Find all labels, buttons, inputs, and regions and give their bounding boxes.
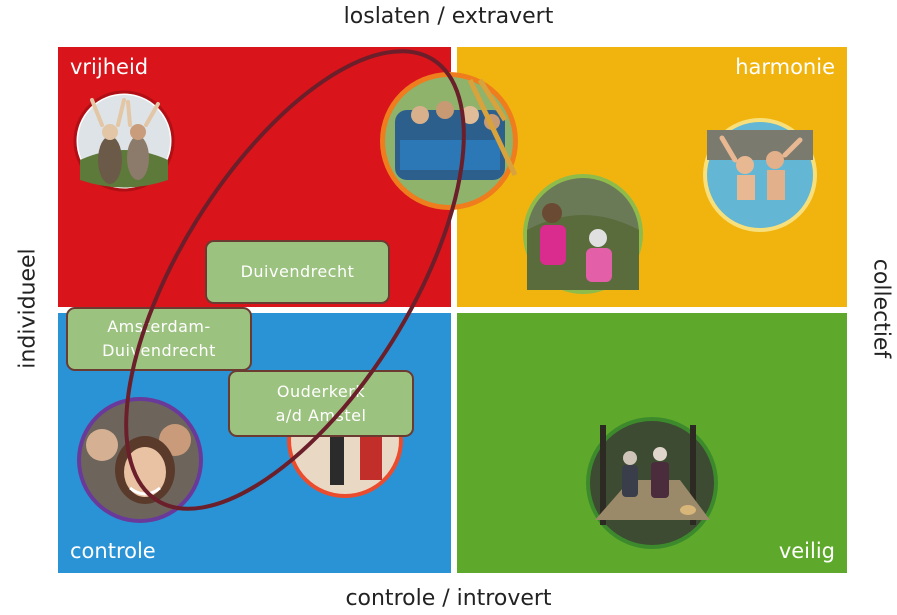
quadrant-label-top-left: vrijheid	[70, 55, 149, 79]
location-tag-line: Duivendrecht	[102, 341, 216, 360]
location-tag-amsterdam-duivendrecht: Amsterdam- Duivendrecht	[66, 307, 252, 371]
location-tag-line: Ouderkerk	[276, 381, 366, 401]
axis-label-top: loslaten / extravert	[343, 4, 554, 29]
quadrant-label-top-right: harmonie	[735, 55, 835, 79]
photo-roller-coaster	[380, 72, 518, 210]
location-tag-ouderkerk: Ouderkerk a/d Amstel	[228, 370, 414, 437]
highlight-ellipse	[124, 49, 466, 511]
axis-label-bottom: controle / introvert	[345, 586, 552, 611]
photo-family-pool	[703, 118, 817, 232]
quadrant-label-bottom-right: veilig	[778, 539, 835, 563]
location-tag-line: Duivendrecht	[240, 262, 355, 281]
photo-friends-cheering	[73, 90, 175, 192]
location-tag-duivendrecht: Duivendrecht	[205, 240, 390, 304]
location-tag-line: Amsterdam-	[107, 317, 211, 336]
quadrant-label-bottom-left: controle	[70, 539, 156, 563]
photo-forest-walk	[586, 417, 718, 549]
photo-women-outdoors	[523, 174, 643, 294]
